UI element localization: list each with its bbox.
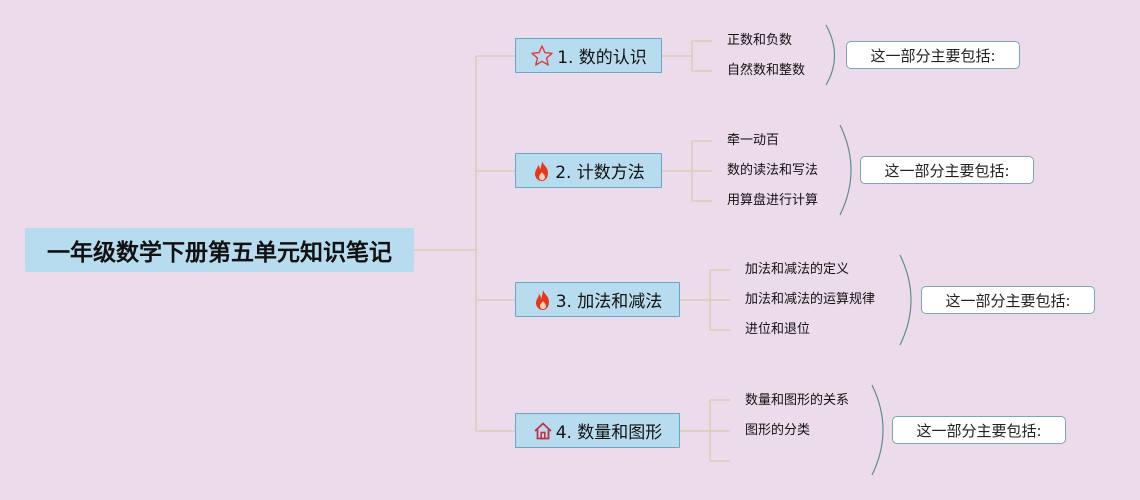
- note-4[interactable]: 这一部分主要包括:: [892, 416, 1066, 444]
- root-title: 一年级数学下册第五单元知识笔记: [47, 240, 392, 266]
- leaf-3-3[interactable]: 进位和退位: [745, 322, 811, 337]
- fire-icon: [533, 289, 553, 311]
- leaf-connector-4: [680, 399, 730, 462]
- fire-icon: [532, 160, 552, 182]
- leaf-4-2[interactable]: 图形的分类: [745, 423, 811, 438]
- leaf-3-1[interactable]: 加法和减法的定义: [745, 262, 850, 277]
- note-text-4: 这一部分主要包括:: [916, 421, 1042, 440]
- note-3[interactable]: 这一部分主要包括:: [921, 286, 1095, 314]
- leaf-2-1[interactable]: 牵一动百: [727, 133, 780, 148]
- leaf-1-1[interactable]: 正数和负数: [727, 33, 793, 48]
- leaf-3-2[interactable]: 加法和减法的运算规律: [745, 292, 876, 307]
- bracket-4: [871, 384, 884, 476]
- bracket-3: [899, 254, 912, 346]
- branch-label-2: 2. 计数方法: [555, 163, 645, 183]
- note-text-1: 这一部分主要包括:: [870, 46, 996, 65]
- leaf-2-2[interactable]: 数的读法和写法: [727, 163, 819, 178]
- branch-label-3: 3. 加法和减法: [555, 292, 663, 312]
- leaf-connector-2: [662, 140, 712, 202]
- note-1[interactable]: 这一部分主要包括:: [846, 41, 1020, 69]
- home-icon: [533, 421, 553, 441]
- leaf-2-3[interactable]: 用算盘进行计算: [727, 193, 819, 208]
- note-2[interactable]: 这一部分主要包括:: [860, 156, 1034, 184]
- bracket-1: [825, 24, 835, 86]
- star-icon: [530, 44, 554, 68]
- note-text-3: 这一部分主要包括:: [945, 291, 1071, 310]
- branch-node-1[interactable]: 1. 数的认识: [515, 38, 662, 73]
- leaf-connector-3: [680, 269, 730, 331]
- branch-label-1: 1. 数的认识: [557, 48, 647, 68]
- leaf-4-1[interactable]: 数量和图形的关系: [745, 393, 850, 408]
- root-topic[interactable]: 一年级数学下册第五单元知识笔记: [25, 228, 414, 272]
- branch-node-2[interactable]: 2. 计数方法: [515, 153, 662, 188]
- branch-node-3[interactable]: 3. 加法和减法: [515, 282, 680, 317]
- branch-node-4[interactable]: 4. 数量和图形: [515, 413, 680, 448]
- branch-label-4: 4. 数量和图形: [555, 423, 663, 443]
- leaf-connector-1: [662, 40, 712, 72]
- leaf-1-2[interactable]: 自然数和整数: [727, 63, 806, 78]
- note-text-2: 这一部分主要包括:: [884, 161, 1010, 180]
- bracket-2: [839, 124, 852, 216]
